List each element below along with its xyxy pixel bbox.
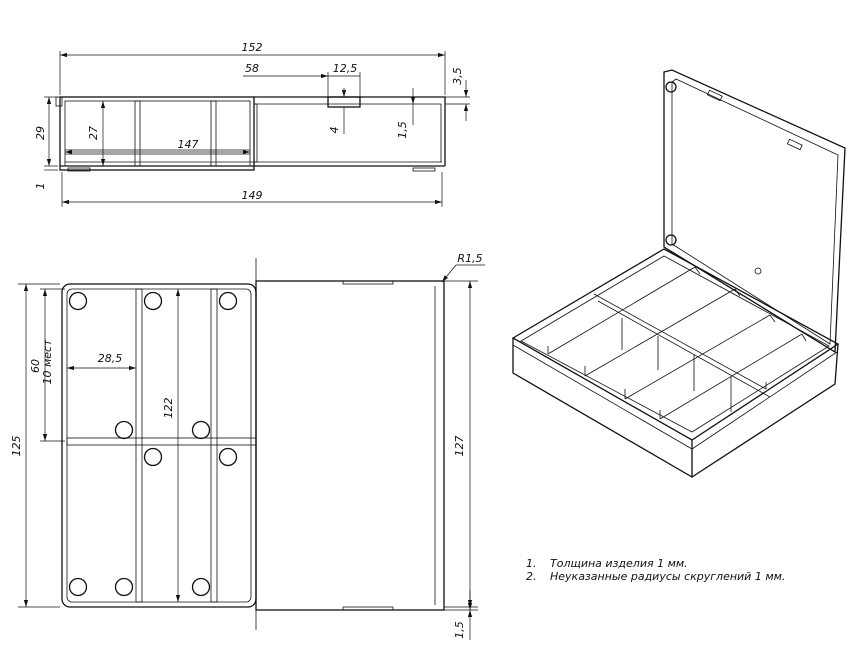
dim-1-5-side: 1,5 bbox=[396, 121, 409, 139]
isometric-view bbox=[511, 69, 846, 479]
notes: 1. Толщина изделия 1 мм. 2. Неуказанные … bbox=[526, 557, 785, 583]
dim-127: 127 bbox=[453, 436, 466, 457]
plan-view: R1,5 125 60 10 мест 28,5 122 127 1,5 bbox=[10, 252, 485, 640]
dim-1: 1 bbox=[34, 183, 47, 190]
dim-147: 147 bbox=[178, 138, 199, 151]
dim-149: 149 bbox=[242, 189, 263, 202]
note-2-number: 2. bbox=[526, 570, 537, 583]
dim-12-5: 12,5 bbox=[333, 62, 358, 75]
side-view: 152 58 12,5 3,5 29 1 27 147 4 bbox=[34, 41, 470, 207]
dim-r1-5: R1,5 bbox=[457, 252, 482, 265]
dim-152: 152 bbox=[242, 41, 263, 54]
note-1-number: 1. bbox=[526, 557, 537, 570]
dim-28-5: 28,5 bbox=[98, 352, 123, 365]
dim-3-5: 3,5 bbox=[451, 67, 464, 85]
dim-27: 27 bbox=[87, 126, 100, 140]
dim-58: 58 bbox=[245, 62, 259, 75]
note-2-text: Неуказанные радиусы скруглений 1 мм. bbox=[550, 570, 785, 583]
note-1-text: Толщина изделия 1 мм. bbox=[550, 557, 688, 570]
dim-60: 60 bbox=[29, 359, 42, 373]
dim-125: 125 bbox=[10, 436, 23, 457]
dim-1-5-plan: 1,5 bbox=[453, 621, 466, 639]
label-10-places: 10 мест bbox=[41, 339, 54, 385]
dim-122: 122 bbox=[162, 398, 175, 419]
dim-29: 29 bbox=[34, 126, 47, 140]
dim-4: 4 bbox=[328, 127, 341, 134]
